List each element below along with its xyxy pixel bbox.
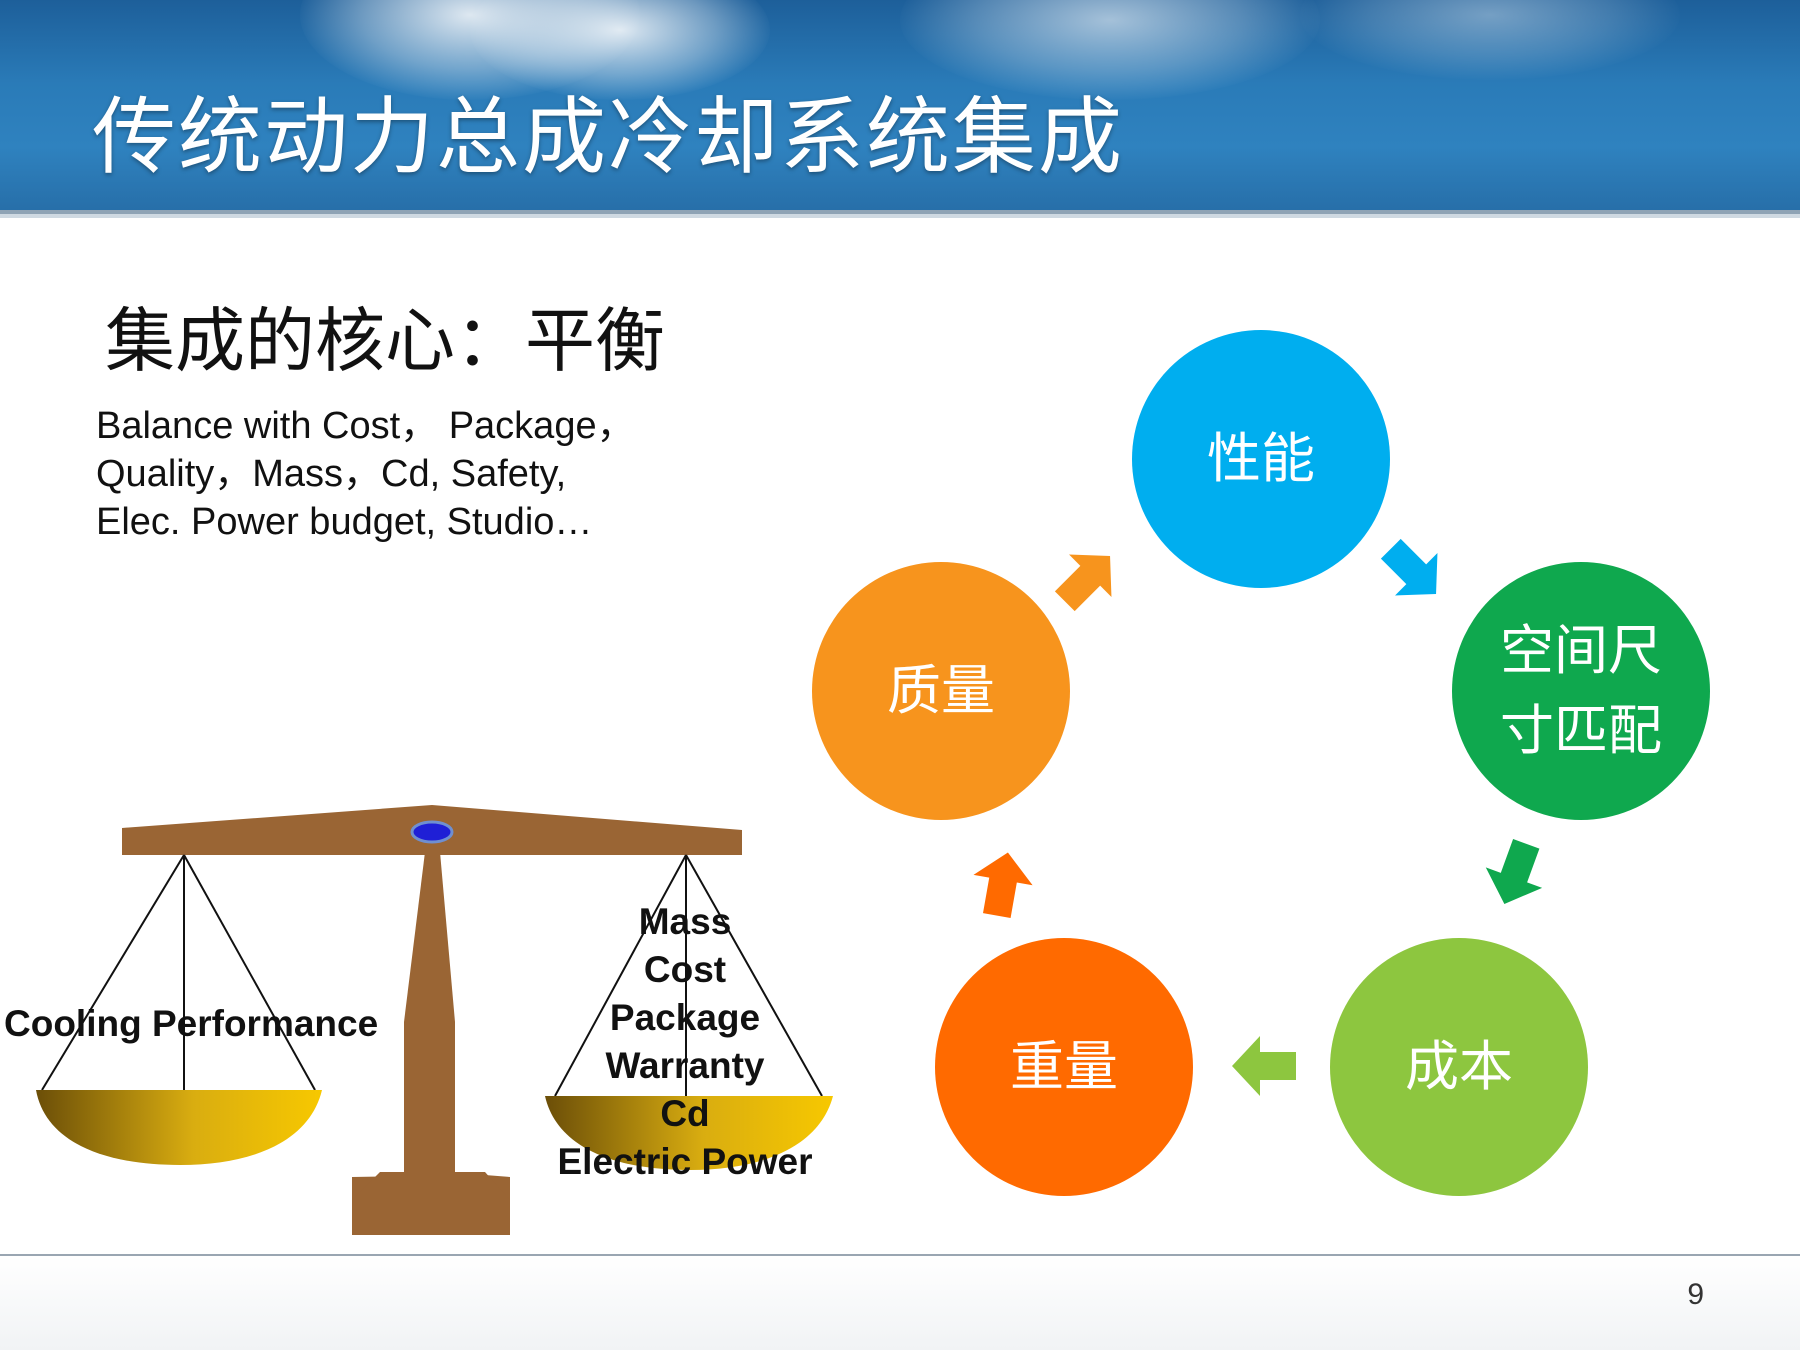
footer-band — [0, 1256, 1800, 1350]
cycle-node-label: 性能 — [1207, 427, 1315, 490]
header-band: 传统动力总成冷却系统集成 — [0, 0, 1800, 210]
cycle-node-performance: 性能 — [1132, 330, 1390, 588]
cycle-node-label: 空间尺 — [1500, 619, 1662, 682]
left-scale-pan — [36, 1090, 322, 1165]
cycle-node-quality: 质量 — [812, 562, 1070, 820]
scale-base-cap — [352, 1172, 510, 1200]
right-pan-label: Mass — [638, 901, 732, 942]
cycle-node-cost: 成本 — [1330, 938, 1588, 1196]
balance-line: Elec. Power budget, Studio… — [96, 501, 593, 543]
section-heading: 集成的核心：平衡 — [105, 300, 665, 382]
right-pan-label: Cd — [660, 1093, 710, 1134]
right-string — [554, 854, 687, 1097]
header-divider-light — [0, 214, 1800, 218]
footer-divider — [0, 1254, 1800, 1256]
cycle-node-label: 质量 — [887, 659, 995, 722]
cycle-node-weight: 重量 — [935, 938, 1193, 1196]
balance-line: Quality，Mass，Cd, Safety, — [96, 453, 567, 495]
slide-title: 传统动力总成冷却系统集成 — [92, 88, 1125, 186]
right-pan-labels: Mass Cost Package Warranty Cd Electric P… — [530, 898, 840, 1186]
right-pan-label: Electric Power — [557, 1141, 813, 1182]
balance-scale-illustration — [36, 805, 833, 1235]
balance-line: Balance with Cost， Package， — [96, 405, 635, 447]
arrow-icon — [1485, 839, 1543, 904]
right-string — [685, 854, 823, 1097]
right-pan-label: Warranty — [605, 1045, 765, 1086]
arrow-icon — [1054, 554, 1112, 612]
arrow-icon — [1380, 538, 1438, 596]
right-scale-pan — [545, 1096, 833, 1170]
cycle-node-label: 寸匹配 — [1500, 699, 1662, 762]
scale-column — [404, 852, 455, 1180]
header-divider — [0, 210, 1800, 214]
cycle-node-label: 重量 — [1010, 1035, 1118, 1098]
scale-pivot — [410, 820, 454, 844]
right-pan-label: Package — [609, 997, 761, 1038]
cooling-performance-label: Cooling Performance — [4, 1003, 379, 1044]
balance-description: Balance with Cost， Package， Quality，Mass… — [96, 402, 635, 546]
cycle-node-label: 成本 — [1405, 1035, 1513, 1098]
page-number: 9 — [1687, 1278, 1704, 1311]
left-string — [41, 854, 185, 1091]
arrow-icon — [1232, 1036, 1296, 1096]
cloud-decoration — [1300, 0, 1680, 80]
left-string — [183, 854, 316, 1091]
cycle-node-space-matching: 空间尺 寸匹配 — [1452, 562, 1710, 820]
arrow-icon — [973, 852, 1033, 918]
right-pan-label: Cost — [643, 949, 727, 990]
